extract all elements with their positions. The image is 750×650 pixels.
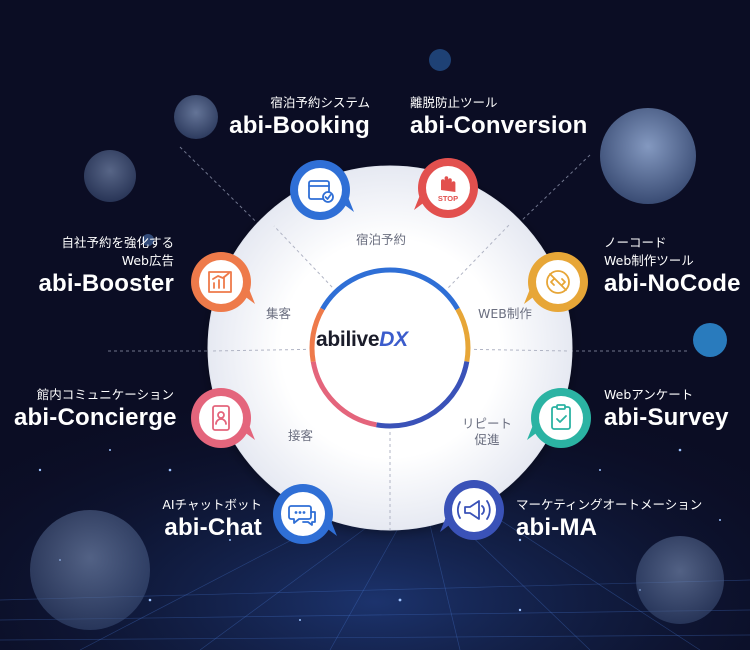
segment-label-repeat-line2: 促進 (474, 432, 500, 447)
calendar-check-icon (308, 180, 334, 203)
svg-text:STOP: STOP (438, 194, 458, 203)
bar-chart-icon (208, 271, 232, 293)
phone-person-icon (212, 405, 230, 431)
center-arc-repeat (376, 361, 470, 429)
photo-woman (636, 536, 724, 624)
product-chat-desc: AIチャットボット (162, 497, 262, 512)
no-code-icon (546, 270, 570, 294)
logo-main-text: abilive (316, 328, 380, 351)
product-concierge-name: abi-Concierge (14, 404, 177, 431)
bubble-inner (452, 488, 496, 532)
product-nocode[interactable]: ノーコード Web制作ツール abi-NoCode (604, 234, 744, 298)
product-ma[interactable]: マーケティングオートメーション abi-MA (516, 496, 742, 542)
product-booking-name: abi-Booking (229, 112, 370, 139)
segment-label-marketing: 集客 (266, 306, 292, 321)
bubble-booking[interactable] (290, 160, 354, 220)
decor-dot (429, 49, 451, 71)
product-booking[interactable]: 宿泊予約システム abi-Booking (228, 94, 370, 140)
center-arc-booking (320, 267, 460, 311)
product-survey-name: abi-Survey (604, 404, 729, 431)
bubble-inner (281, 492, 325, 536)
center-ring-arcs (309, 267, 471, 429)
product-chat-name: abi-Chat (164, 514, 262, 541)
decor-dot (142, 234, 154, 246)
segment-label-web: WEB制作 (478, 306, 532, 321)
bubble-booster[interactable] (191, 252, 255, 312)
product-survey-desc: Webアンケート (604, 387, 694, 402)
abilive-dx-logo: abiliveDX (316, 328, 456, 358)
center-arc-web (455, 307, 471, 362)
clipboard-check-icon (551, 404, 571, 430)
decor-dot (693, 323, 727, 357)
photo-smartphone-hand (30, 510, 150, 630)
bubble-inner (298, 168, 342, 212)
logo-accent-text: DX (379, 328, 408, 351)
product-concierge[interactable]: 館内コミュニケーション abi-Concierge (14, 386, 177, 432)
center-arc-service (310, 361, 377, 428)
photo-building (84, 150, 136, 202)
bubble-survey[interactable] (527, 388, 591, 448)
center-arc-marketing (309, 307, 325, 362)
product-nocode-desc-line2: Web制作ツール (604, 253, 694, 268)
product-booster-desc-line1: 自社予約を強化する (61, 235, 174, 250)
product-ma-name: abi-MA (516, 514, 598, 541)
product-booster-desc-line2: Web広告 (121, 253, 174, 268)
megaphone-icon (456, 500, 491, 520)
chat-bubble-icon (288, 505, 316, 526)
photo-front-desk (600, 108, 696, 204)
bubble-ma[interactable] (440, 480, 504, 540)
product-chat[interactable]: AIチャットボット abi-Chat (118, 496, 262, 542)
bubble-inner (539, 396, 583, 440)
product-booking-desc: 宿泊予約システム (270, 95, 370, 110)
product-booster-name: abi-Booster (38, 270, 174, 297)
product-survey[interactable]: Webアンケート abi-Survey (604, 386, 744, 432)
product-concierge-desc: 館内コミュニケーション (36, 387, 174, 402)
stop-hand-icon: STOP (438, 176, 458, 203)
photo-hotel-room (174, 95, 218, 139)
bubble-conversion[interactable]: STOP (414, 158, 478, 218)
product-booster[interactable]: 自社予約を強化する Web広告 abi-Booster (20, 234, 174, 298)
product-conversion-name: abi-Conversion (410, 112, 588, 139)
segment-label-booking: 宿泊予約 (356, 232, 407, 247)
product-bubbles: STOP (191, 158, 591, 544)
center-circle (308, 266, 472, 430)
bubble-inner (199, 260, 243, 304)
bubble-nocode[interactable] (524, 252, 588, 312)
bubble-chat[interactable] (273, 484, 337, 544)
bubble-concierge[interactable] (191, 388, 255, 448)
product-nocode-name: abi-NoCode (604, 270, 741, 297)
segment-label-service: 接客 (288, 428, 314, 443)
product-ma-desc: マーケティングオートメーション (516, 497, 703, 512)
product-nocode-desc-line1: ノーコード (604, 235, 667, 250)
segment-label-repeat: リピート 促進 (462, 416, 512, 448)
segment-label-repeat-line1: リピート (462, 416, 513, 431)
product-conversion-desc: 離脱防止ツール (410, 95, 498, 110)
product-conversion[interactable]: 離脱防止ツール abi-Conversion (410, 94, 590, 140)
